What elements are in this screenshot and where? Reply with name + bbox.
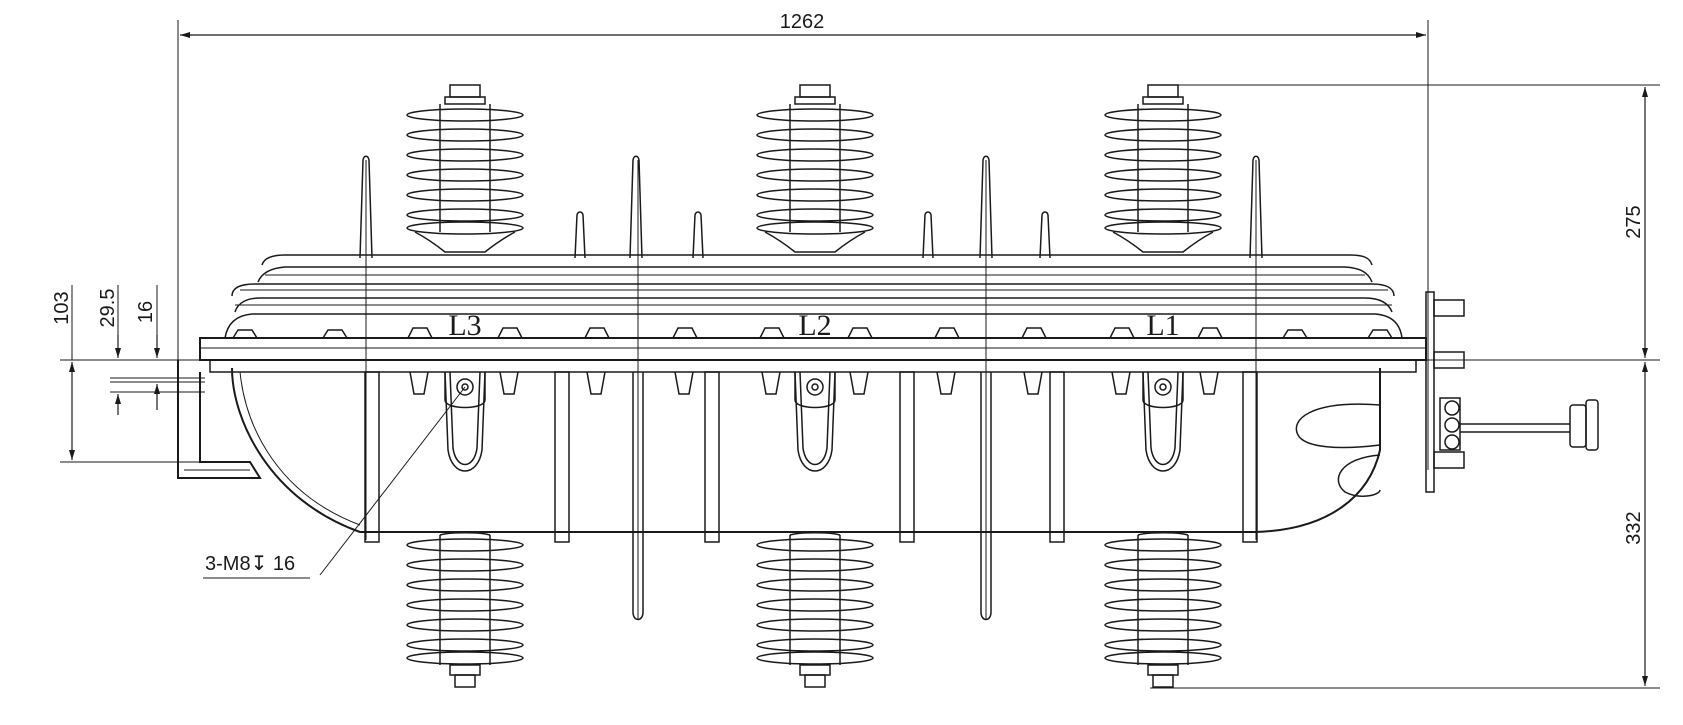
dimension-16: 16 [135,301,157,323]
upper-insulator-l3 [406,84,524,253]
switch-body [177,254,1427,533]
flange-bolts [231,327,1394,395]
dimension-right: 275 332 [1150,84,1660,689]
upper-insulator-l2 [756,84,874,253]
upper-insulator-l1 [1104,84,1222,253]
callout: 3-M8↧ 16 [203,386,466,579]
dimension-332: 332 [1623,511,1645,544]
vertical-rods [359,155,1263,621]
dimension-1262: 1262 [780,11,825,33]
lower-insulator-l3 [406,532,524,688]
dimension-29-5: 29.5 [97,289,119,328]
callout-thread-spec: 3-M8↧ 16 [205,553,295,575]
dimension-275: 275 [1623,205,1645,238]
dimension-left: 103 29.5 16 [51,285,240,463]
lower-insulator-l2 [756,532,874,688]
upper-insulators [406,84,1222,253]
lower-insulator-l1 [1104,532,1222,688]
operating-mechanism [1295,291,1599,497]
phase-label-l1: L1 [1146,309,1179,342]
terminal-loops [444,371,1184,472]
lower-insulators [406,532,1222,688]
phase-labels: L3 L2 L1 [448,309,1179,342]
phase-label-l3: L3 [448,309,481,342]
dimension-103: 103 [51,291,73,324]
phase-label-l2: L2 [798,309,831,342]
